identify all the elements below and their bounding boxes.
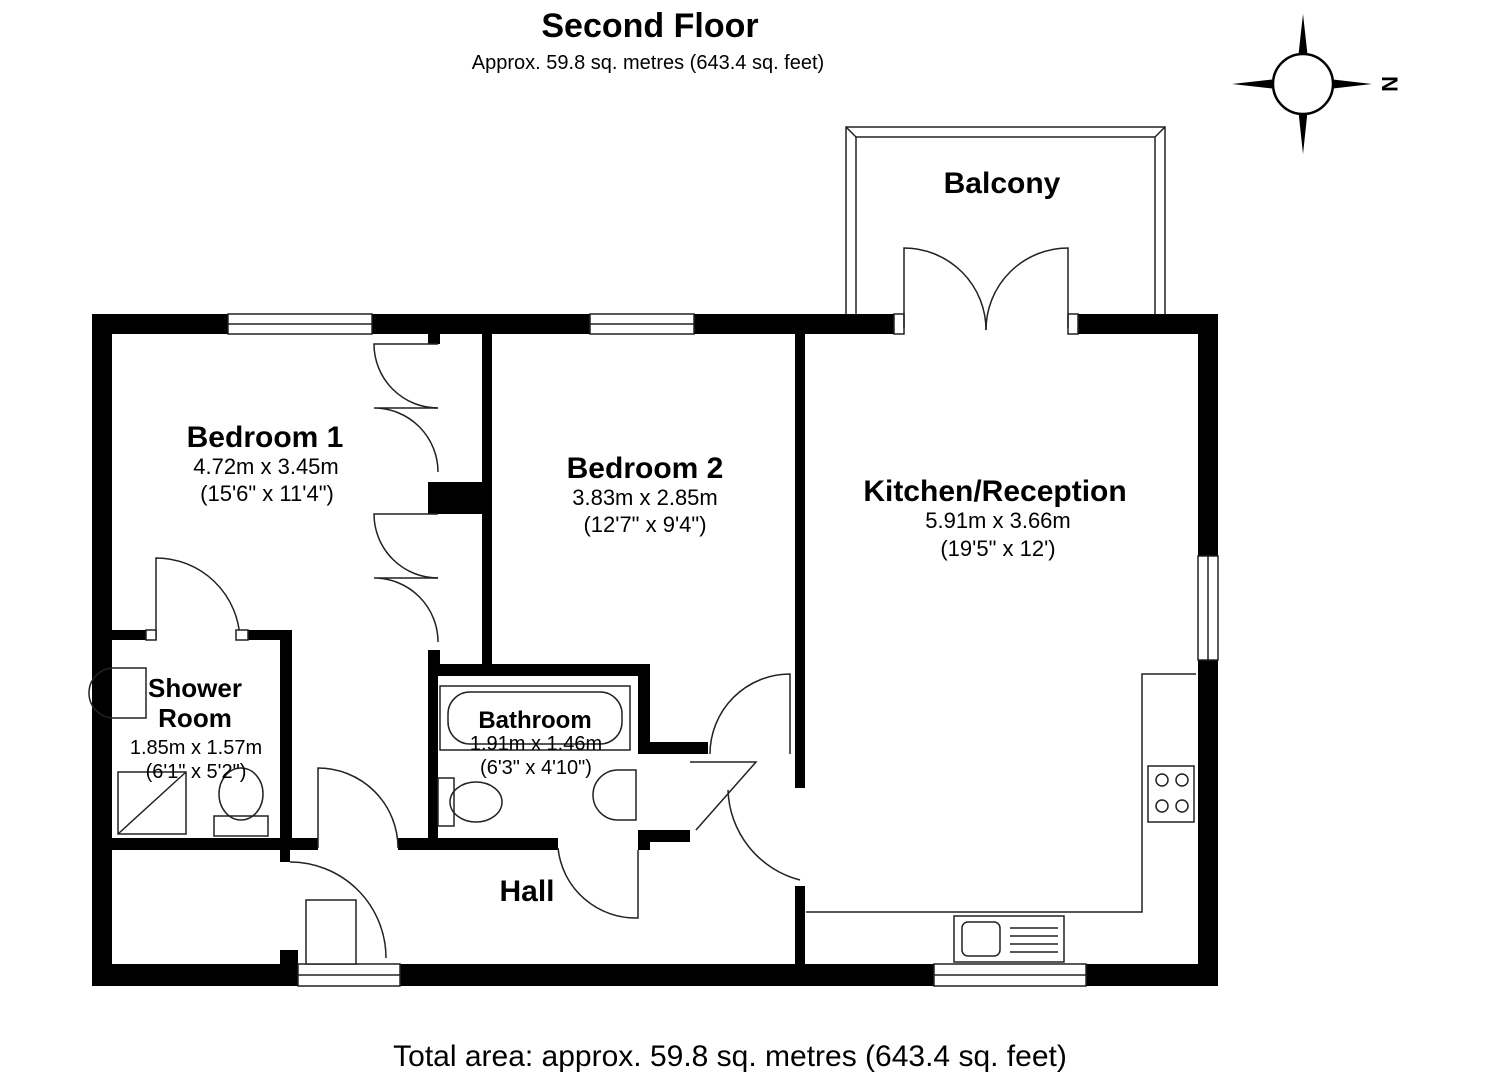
room-label-shower-line2: Room <box>158 703 232 733</box>
fixtures <box>88 667 1196 963</box>
room-dim-metric-bedroom-2: 3.83m x 2.85m <box>572 485 718 510</box>
room-dim-metric-kitchen-reception: 5.91m x 3.66m <box>925 508 1071 533</box>
room-label-bedroom-2: Bedroom 2 <box>567 452 724 485</box>
exterior-walls <box>92 314 1218 986</box>
room-dim-metric-shower: 1.85m x 1.57m <box>130 737 262 759</box>
floor-area-subtitle: Approx. 59.8 sq. metres (643.4 sq. feet) <box>472 52 824 74</box>
balcony-outline <box>845 126 1166 314</box>
room-label-hall: Hall <box>499 875 554 908</box>
floor-title: Second Floor <box>541 7 758 45</box>
room-dim-metric-bedroom-1: 4.72m x 3.45m <box>193 454 339 479</box>
room-dim-imperial-bedroom-1: (15'6" x 11'4") <box>200 481 334 506</box>
room-label-shower-line1: Shower <box>148 673 242 703</box>
room-dim-metric-bathroom: 1.91m x 1.46m <box>470 733 602 755</box>
room-dim-imperial-kitchen-reception: (19'5" x 12') <box>940 536 1055 561</box>
room-label-kitchen-reception: Kitchen/Reception <box>863 475 1126 508</box>
total-area-caption: Total area: approx. 59.8 sq. metres (643… <box>393 1040 1067 1073</box>
compass-icon: N <box>1232 14 1402 154</box>
room-label-bathroom: Bathroom <box>478 707 591 734</box>
room-dim-imperial-bathroom: (6'3" x 4'10") <box>480 757 592 779</box>
doors <box>145 247 1079 965</box>
room-dim-imperial-bedroom-2: (12'7" x 9'4") <box>583 512 706 537</box>
interior-walls <box>112 334 805 966</box>
room-dim-imperial-shower: (6'1" x 5'2") <box>146 761 247 783</box>
compass-north-label: N <box>1377 76 1402 92</box>
windows <box>227 313 1219 987</box>
room-label-balcony: Balcony <box>944 167 1061 200</box>
room-label-bedroom-1: Bedroom 1 <box>187 421 344 454</box>
